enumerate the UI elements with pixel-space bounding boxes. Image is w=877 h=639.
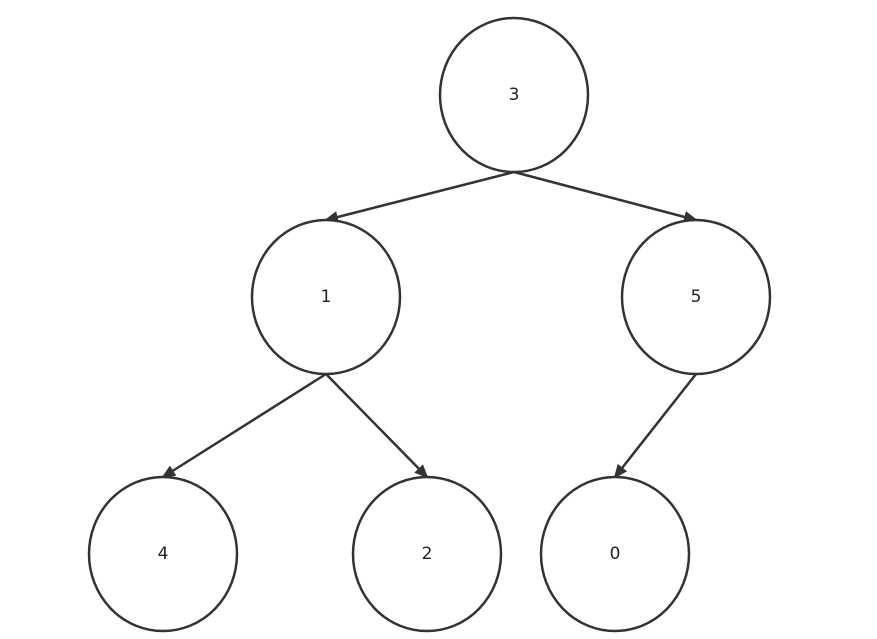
tree-node-label: 2 — [422, 544, 433, 564]
tree-node-circle — [620, 218, 772, 376]
tree-node-4: 4 — [87, 475, 239, 633]
tree-node-circle — [539, 475, 691, 633]
tree-node-circle — [250, 218, 402, 376]
edge-3-to-1 — [324, 170, 515, 223]
edges-layer — [161, 170, 698, 479]
nodes-layer: 3 1 5 4 2 0 — [87, 16, 772, 633]
tree-node-circle — [438, 16, 590, 174]
tree-node-2: 2 — [351, 475, 503, 633]
edge-1-to-4 — [161, 372, 327, 479]
tree-node-label: 0 — [610, 544, 621, 564]
tree-node-5: 5 — [620, 218, 772, 376]
tree-node-0: 0 — [539, 475, 691, 633]
edge-3-to-5 — [513, 170, 698, 223]
edge-1-to-2 — [325, 373, 429, 479]
tree-node-circle — [351, 475, 503, 633]
tree-node-label: 4 — [158, 544, 169, 564]
tree-node-label: 3 — [509, 85, 520, 105]
tree-node-label: 5 — [691, 287, 702, 307]
tree-node-circle — [87, 475, 239, 633]
tree-node-3: 3 — [438, 16, 590, 174]
tree-node-1: 1 — [250, 218, 402, 376]
tree-node-label: 1 — [321, 287, 332, 307]
edge-5-to-0 — [613, 373, 697, 479]
